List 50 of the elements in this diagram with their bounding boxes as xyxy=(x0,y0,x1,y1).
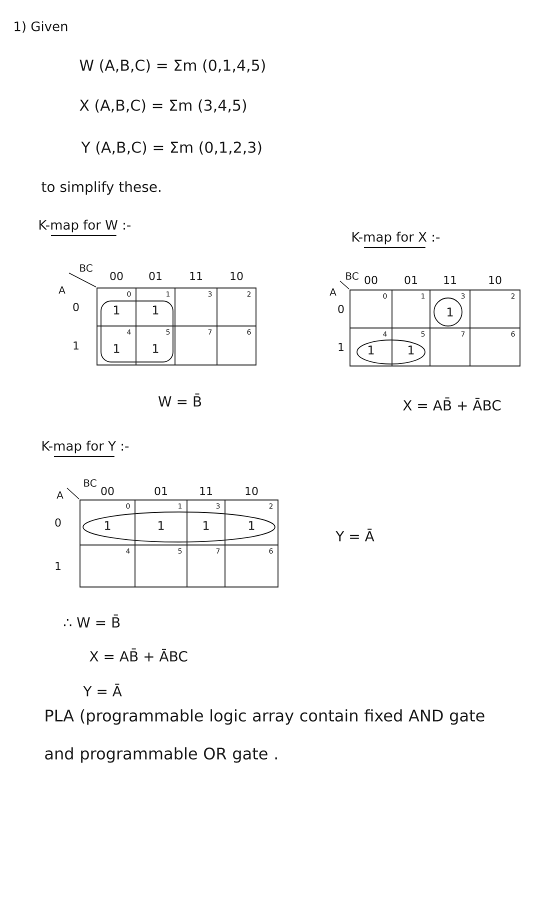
column-header: 11 xyxy=(190,272,202,280)
equation-text: X (A,B,C) = Σm (3,4,5) xyxy=(80,99,246,113)
column-header: 10 xyxy=(246,486,258,496)
equation-text: Y (A,B,C) = Σm (0,1,2,3) xyxy=(81,141,262,155)
column-header: 11 xyxy=(444,276,456,284)
cell-value: 1 xyxy=(448,308,453,316)
cell-value: 1 xyxy=(158,521,164,530)
column-header: 01 xyxy=(154,486,167,496)
result-equation: W = B̄ xyxy=(158,394,202,406)
cell-value: 1 xyxy=(153,344,158,353)
cell-value: 1 xyxy=(114,344,120,353)
row-header: 1 xyxy=(338,343,344,352)
column-header: 11 xyxy=(200,487,212,496)
column-header: 10 xyxy=(489,276,502,284)
cell-value: 1 xyxy=(368,346,374,354)
column-header: 00 xyxy=(101,486,114,496)
cell-value: 1 xyxy=(114,306,120,314)
map-title: K-map for W :- xyxy=(39,220,130,232)
column-header: 01 xyxy=(149,272,162,280)
variable-label: A xyxy=(56,491,64,499)
row-header: 0 xyxy=(338,304,344,314)
column-header: 10 xyxy=(230,272,243,280)
result-equation: Y = Ā xyxy=(83,684,122,696)
cell-value: 1 xyxy=(105,521,110,530)
cell-value: 1 xyxy=(249,521,254,530)
cell-value: 1 xyxy=(153,306,158,314)
column-header: 00 xyxy=(110,272,123,280)
row-header: 1 xyxy=(74,342,78,350)
row-header: 0 xyxy=(73,302,79,312)
result-equation: X = AB̄ + ĀBC xyxy=(403,397,501,411)
map-title: K-map for X :- xyxy=(352,232,440,244)
variable-label: BC xyxy=(84,479,96,487)
row-header: 1 xyxy=(56,562,60,570)
heading-text: 1) Given xyxy=(14,21,68,33)
result-equation: X = AB̄ + ĀBC xyxy=(90,648,188,662)
variable-label: BC xyxy=(80,264,92,272)
result-equation: Y = Ā xyxy=(336,528,374,542)
note-text: PLA (programmable logic array contain fixed AND gate and programmable OR gate . xyxy=(45,709,484,763)
map-title: K-map for Y :- xyxy=(42,440,129,454)
instruction-text: to simplify these. xyxy=(42,181,160,195)
variable-label: A xyxy=(58,286,66,294)
row-header: 0 xyxy=(55,518,61,527)
column-header: 00 xyxy=(364,276,378,284)
variable-label: BC xyxy=(346,272,358,280)
variable-label: A xyxy=(330,288,336,296)
cell-value: 1 xyxy=(408,346,414,354)
equation-text: W (A,B,C) = Σm (0,1,4,5) xyxy=(80,59,265,73)
cell-value: 1 xyxy=(204,521,209,530)
column-header: 01 xyxy=(404,276,417,284)
result-equation: ∴ W = B̄ xyxy=(64,614,120,628)
